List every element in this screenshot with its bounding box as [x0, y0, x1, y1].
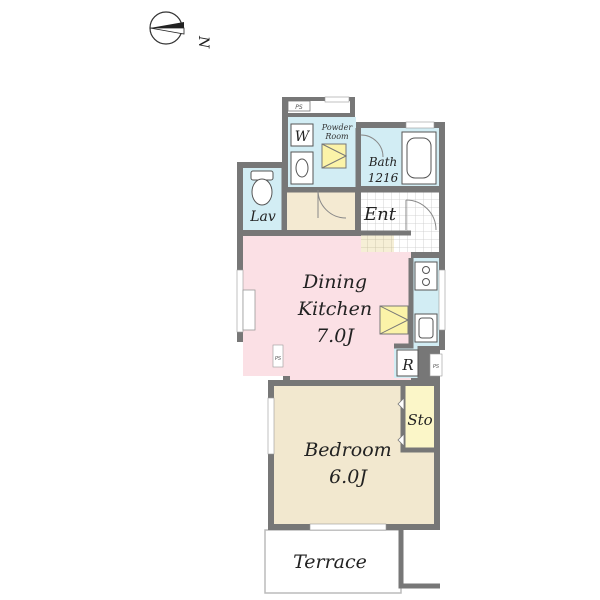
dk-window-sill [242, 289, 256, 331]
corridor-floor [287, 192, 355, 230]
washer-label: W [295, 129, 311, 145]
windows [236, 96, 446, 531]
storage-label: Sto [407, 411, 432, 429]
ceiling-hatch-icon [321, 143, 348, 169]
refrigerator-label: R [401, 356, 413, 374]
north-label: N [195, 35, 211, 49]
ps-label-top: PS [295, 104, 303, 111]
dk-size: 7.0J [316, 325, 355, 347]
ps-box-left [272, 344, 284, 368]
ps-label-left: PS [275, 356, 282, 362]
bathtub-icon [401, 131, 437, 185]
dk-label-1: Dining [302, 271, 367, 293]
sink-icon [290, 151, 314, 185]
powder-room-label-2: Room [324, 132, 349, 141]
storage-floor [405, 386, 434, 450]
ps-box-top [287, 100, 311, 112]
stove-icon [414, 261, 438, 291]
compass: N [149, 11, 211, 49]
kitchen-sink-icon [414, 313, 438, 343]
toilet-icon [250, 170, 274, 206]
powder-room-label-1: Powder [321, 123, 354, 132]
dk-label-2: Kitchen [297, 298, 372, 320]
entrance-label: Ent [363, 204, 397, 225]
terrace-label: Terrace [293, 551, 367, 573]
ps-label-right: PS [433, 364, 440, 370]
washer-box [290, 123, 314, 147]
door-swings [317, 134, 437, 231]
ps-box-right [429, 353, 443, 377]
refrigerator-box [396, 349, 419, 377]
bedroom-label: Bedroom [303, 439, 391, 461]
dk-ceiling-hatch-icon [379, 305, 410, 335]
entrance-step [361, 232, 394, 252]
lav-label: Lav [249, 209, 276, 225]
bedroom-size: 6.0J [329, 466, 368, 488]
terrace: Terrace [264, 529, 440, 594]
bath-label-1: Bath [368, 155, 398, 169]
bath-label-2: 1216 [368, 171, 399, 185]
